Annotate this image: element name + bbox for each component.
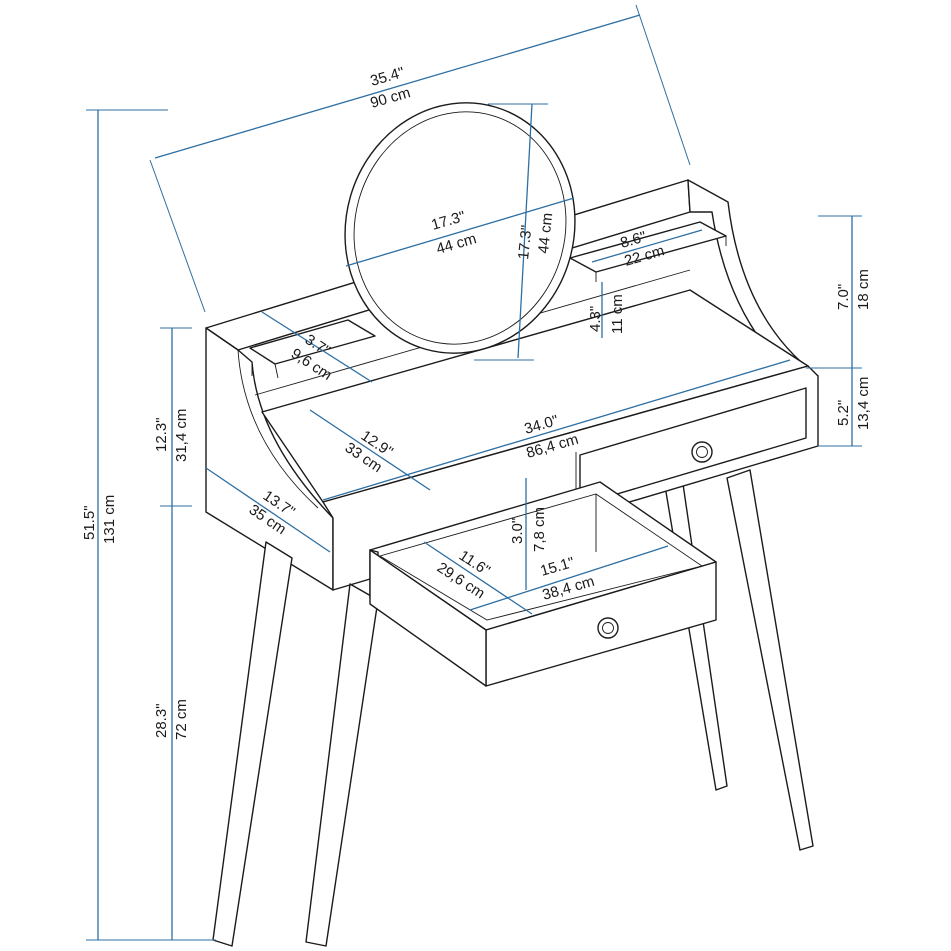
shelf-height-cm: 11 cm bbox=[609, 294, 626, 334]
drawer-height-cm: 7,8 cm bbox=[531, 507, 548, 552]
drawer-inner-line bbox=[423, 541, 533, 615]
hutch-left-inner-curve bbox=[237, 349, 319, 509]
mirror-height-cm: 44 cm bbox=[535, 212, 556, 254]
drawer-front-in: 5.2" bbox=[835, 400, 852, 426]
mirror-height-line bbox=[517, 103, 533, 359]
open-drawer bbox=[369, 481, 717, 687]
shelf-height-in: 4.3" bbox=[587, 306, 604, 332]
overall-height-in: 51.5" bbox=[81, 505, 98, 540]
hutch-height-cm: 31,4 cm bbox=[173, 409, 190, 462]
overall-width-ext-right bbox=[635, 4, 691, 166]
overall-width-ext-left bbox=[149, 159, 206, 313]
left-small-shelf bbox=[249, 319, 376, 365]
shelf-width-line bbox=[591, 229, 703, 263]
open-drawer-knob bbox=[597, 617, 619, 639]
mirror-height-in: 17.3" bbox=[515, 224, 536, 260]
desk-depth-line bbox=[309, 409, 431, 491]
left-shelf-support-2 bbox=[274, 363, 279, 379]
mirror-frame bbox=[344, 102, 576, 354]
front-right-leg bbox=[305, 583, 379, 947]
upper-height-cm: 18 cm bbox=[855, 269, 872, 310]
small-shelf-line bbox=[261, 311, 373, 383]
back-right-leg bbox=[726, 469, 814, 851]
back-left-leg bbox=[664, 483, 728, 791]
drawer-width-line bbox=[469, 545, 669, 611]
mirror bbox=[344, 102, 576, 354]
vanity-desk-drawing bbox=[205, 102, 819, 947]
open-drawer-left-wall bbox=[369, 549, 487, 687]
open-drawer-knob-inner bbox=[602, 622, 614, 634]
front-left-leg bbox=[212, 541, 293, 947]
right-drawer-knob bbox=[691, 441, 713, 463]
side-depth-line bbox=[205, 467, 331, 553]
shelf-width-in: 8.6" bbox=[618, 228, 648, 252]
right-drawer-knob-inner bbox=[696, 446, 708, 458]
hutch-height-in: 12.3" bbox=[153, 417, 170, 452]
mirror-width-line bbox=[345, 197, 575, 267]
mirror-glass bbox=[353, 111, 567, 345]
leg-height-cm: 72 cm bbox=[173, 699, 190, 740]
dimension-lines bbox=[86, 4, 862, 941]
overall-height-cm: 131 cm bbox=[101, 495, 118, 544]
drawer-front-cm: 13,4 cm bbox=[855, 377, 872, 430]
leg-height-in: 28.3" bbox=[153, 703, 170, 738]
upper-height-in: 7.0" bbox=[835, 284, 852, 310]
drawer-height-in: 3.0" bbox=[509, 518, 526, 544]
desk-width-line bbox=[322, 359, 791, 501]
overall-width-line bbox=[154, 14, 641, 159]
